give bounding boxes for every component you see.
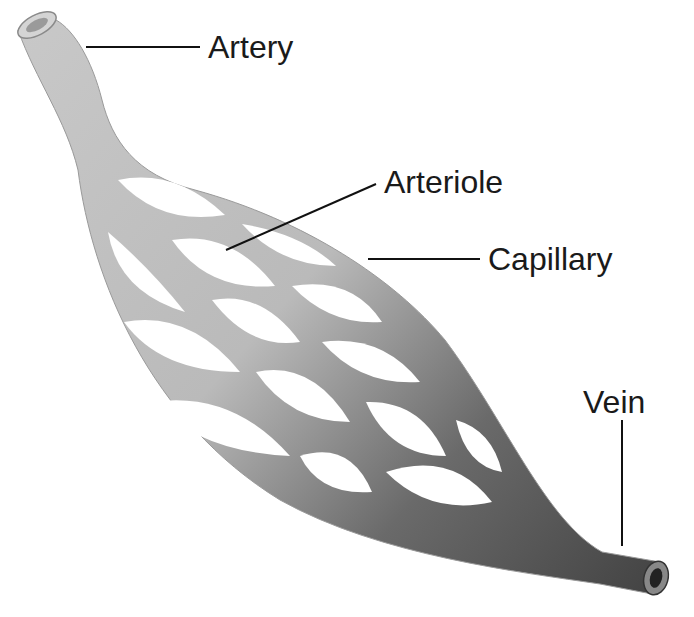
vessel-network — [18, 20, 660, 594]
part-label: Arteriole — [384, 166, 503, 198]
artery-opening — [14, 6, 60, 43]
part-label: Artery — [208, 31, 293, 63]
part-label: Capillary — [488, 243, 612, 275]
leader-lines — [86, 47, 622, 546]
capillary-gaps — [108, 178, 502, 506]
vein-opening — [640, 558, 672, 597]
part-label: Vein — [583, 386, 645, 418]
